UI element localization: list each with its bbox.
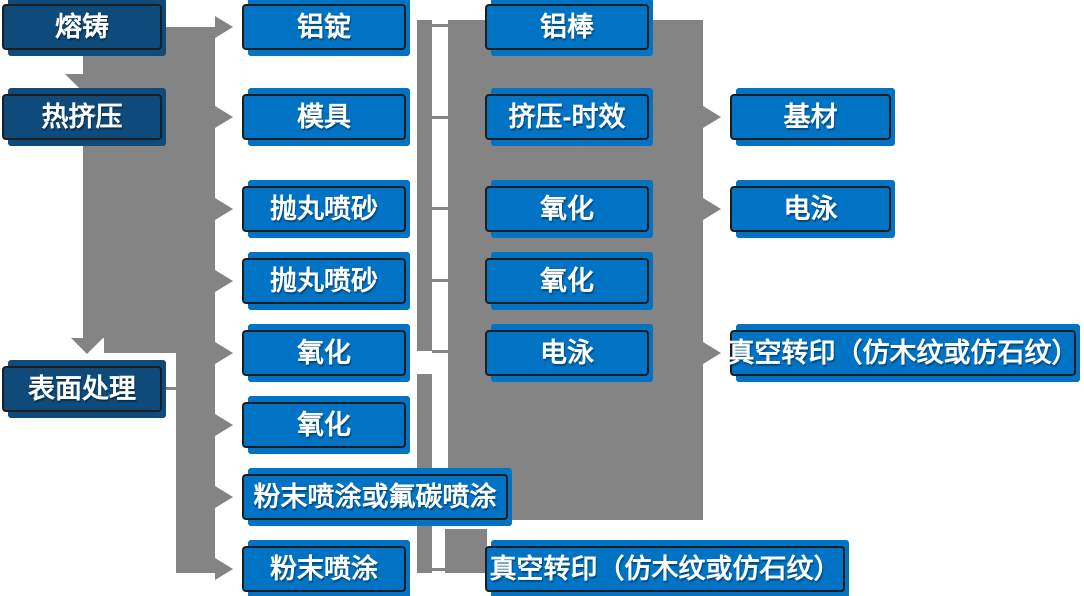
arrow-to-oxidation-1-icon — [215, 342, 233, 364]
arrow-to-aluminum-ingot-icon — [215, 16, 233, 38]
node-base-material: 基材 — [730, 94, 891, 140]
surface-treatment-connector — [162, 387, 176, 390]
down-arrow-to-surface-treatment-icon — [71, 338, 103, 354]
node-electrophoresis-2: 电泳 — [730, 186, 891, 232]
arrow-to-shot-blasting-1-icon — [215, 198, 233, 220]
arrow-to-shot-blasting-2-icon — [215, 270, 233, 292]
flow-band-lower — [176, 338, 215, 573]
node-label: 铝棒 — [540, 11, 594, 42]
node-aluminum-rod: 铝棒 — [485, 4, 649, 50]
arrow-to-oxidation-2-icon — [215, 414, 233, 436]
node-aluminum-ingot: 铝锭 — [242, 4, 406, 50]
node-label: 模具 — [297, 101, 351, 132]
node-label: 氧化 — [297, 409, 351, 440]
arrow-to-mold-icon — [215, 106, 233, 128]
arrow-to-powder-coating-icon — [215, 558, 233, 580]
arrow-to-electrophoresis-2-icon — [703, 198, 721, 220]
arrow-to-vacuum-transfer-2-icon — [703, 342, 721, 364]
node-label: 电泳 — [540, 337, 594, 368]
node-mold: 模具 — [242, 94, 406, 140]
node-label: 热挤压 — [41, 101, 123, 132]
mid-tick-row8 — [432, 568, 445, 571]
mid-tick-row4 — [432, 279, 448, 282]
node-oxidation-1: 氧化 — [242, 330, 406, 376]
node-hot-extrusion: 热挤压 — [2, 94, 162, 140]
node-surface-treatment: 表面处理 — [2, 366, 162, 412]
down-arrow-to-hot-extrusion-icon — [65, 74, 97, 90]
node-label: 铝锭 — [297, 11, 351, 42]
mid-tick-row5 — [432, 350, 448, 353]
bottom-block — [445, 529, 487, 573]
node-melting-casting: 熔铸 — [2, 4, 162, 50]
mid-tick-row3 — [432, 207, 448, 210]
node-label: 抛丸喷砂 — [270, 265, 378, 296]
node-oxidation-2: 氧化 — [242, 402, 406, 448]
arrow-to-powder-fluoro-icon — [215, 486, 233, 508]
node-shot-blasting-1: 抛丸喷砂 — [242, 186, 406, 232]
node-label: 氧化 — [297, 337, 351, 368]
node-label: 粉末喷涂 — [270, 553, 378, 584]
node-shot-blasting-2: 抛丸喷砂 — [242, 258, 406, 304]
arrow-to-base-material-icon — [703, 106, 721, 128]
node-vacuum-transfer-2: 真空转印（仿木纹或仿石纹） — [727, 330, 1079, 376]
node-label: 氧化 — [540, 193, 594, 224]
mid-strip-upper — [417, 20, 432, 351]
node-label: 抛丸喷砂 — [270, 193, 378, 224]
node-label: 真空转印（仿木纹或仿石纹） — [727, 337, 1079, 368]
node-oxidation-3: 氧化 — [485, 186, 649, 232]
node-label: 基材 — [783, 101, 838, 132]
node-label: 熔铸 — [55, 11, 109, 42]
mid-strip-lower — [417, 374, 432, 573]
node-vacuum-transfer-1: 真空转印（仿木纹或仿石纹） — [485, 546, 845, 592]
node-label: 氧化 — [540, 265, 594, 296]
flow-band-main — [83, 27, 215, 338]
node-label: 真空转印（仿木纹或仿石纹） — [489, 553, 841, 584]
node-powder-or-fluorocarbon: 粉末喷涂或氟碳喷涂 — [242, 474, 508, 520]
node-oxidation-4: 氧化 — [485, 258, 649, 304]
node-powder-coating: 粉末喷涂 — [242, 546, 406, 592]
node-electrophoresis-1: 电泳 — [485, 330, 649, 376]
node-label: 粉末喷涂或氟碳喷涂 — [253, 481, 497, 512]
node-label: 表面处理 — [28, 373, 136, 404]
mid-tick-row2 — [432, 116, 448, 119]
mid-tick-row1 — [432, 24, 448, 27]
node-label: 挤压-时效 — [508, 101, 626, 132]
node-extrusion-aging: 挤压-时效 — [485, 94, 649, 140]
node-label: 电泳 — [783, 193, 838, 224]
